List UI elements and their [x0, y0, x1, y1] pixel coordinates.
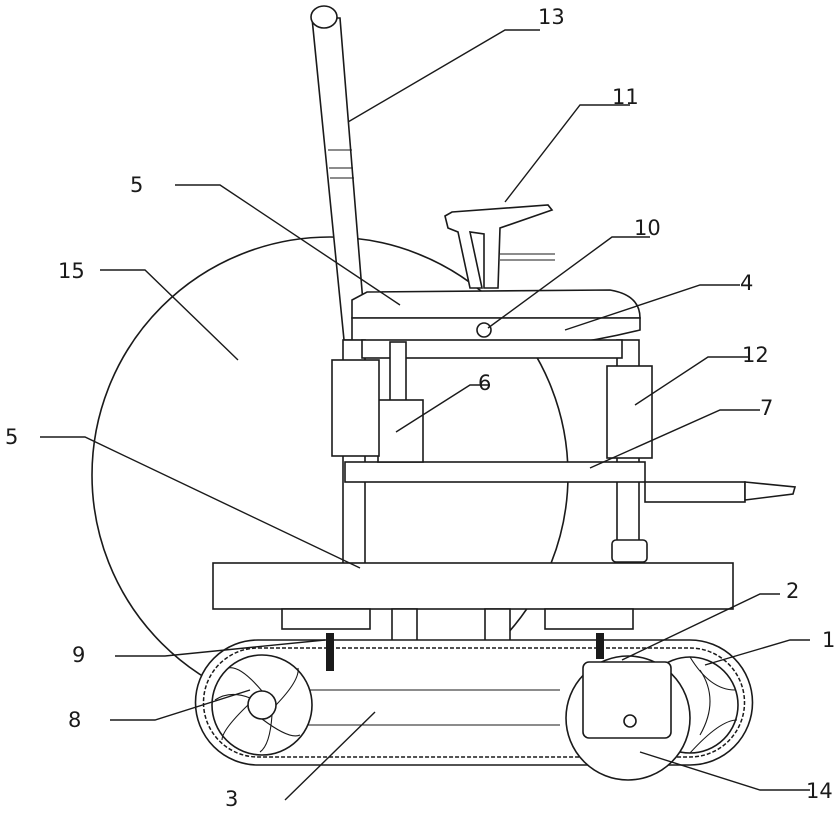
label-11: 11: [612, 85, 639, 109]
connector-right: [596, 633, 604, 659]
label-4: 4: [740, 271, 753, 295]
label-9: 9: [72, 643, 85, 667]
top-plate: [352, 290, 640, 318]
left-battery-box: [332, 360, 379, 456]
label-3: 3: [225, 787, 238, 811]
label-13: 13: [538, 5, 565, 29]
label-8: 8: [68, 708, 81, 732]
seat-bracket: [445, 205, 555, 288]
label-5-base: 5: [5, 425, 18, 449]
base-plate: [213, 563, 733, 609]
drive-wheel-8: [212, 655, 312, 755]
control-box-12: [607, 366, 652, 458]
label-14: 14: [806, 779, 833, 803]
label-12: 12: [742, 343, 769, 367]
label-10: 10: [634, 216, 661, 240]
label-1: 1: [822, 628, 835, 652]
connector-left: [326, 633, 334, 671]
handle-pole: [311, 6, 366, 340]
under-block-right: [545, 609, 633, 629]
lower-bracket: [612, 540, 647, 562]
cylinder-6: [378, 342, 423, 462]
label-7: 7: [760, 396, 773, 420]
label-6: 6: [478, 371, 491, 395]
under-block-left: [282, 609, 370, 629]
label-15: 15: [58, 259, 85, 283]
pivot-10: [477, 323, 491, 337]
label-5-top: 5: [130, 173, 143, 197]
label-2: 2: [786, 579, 799, 603]
